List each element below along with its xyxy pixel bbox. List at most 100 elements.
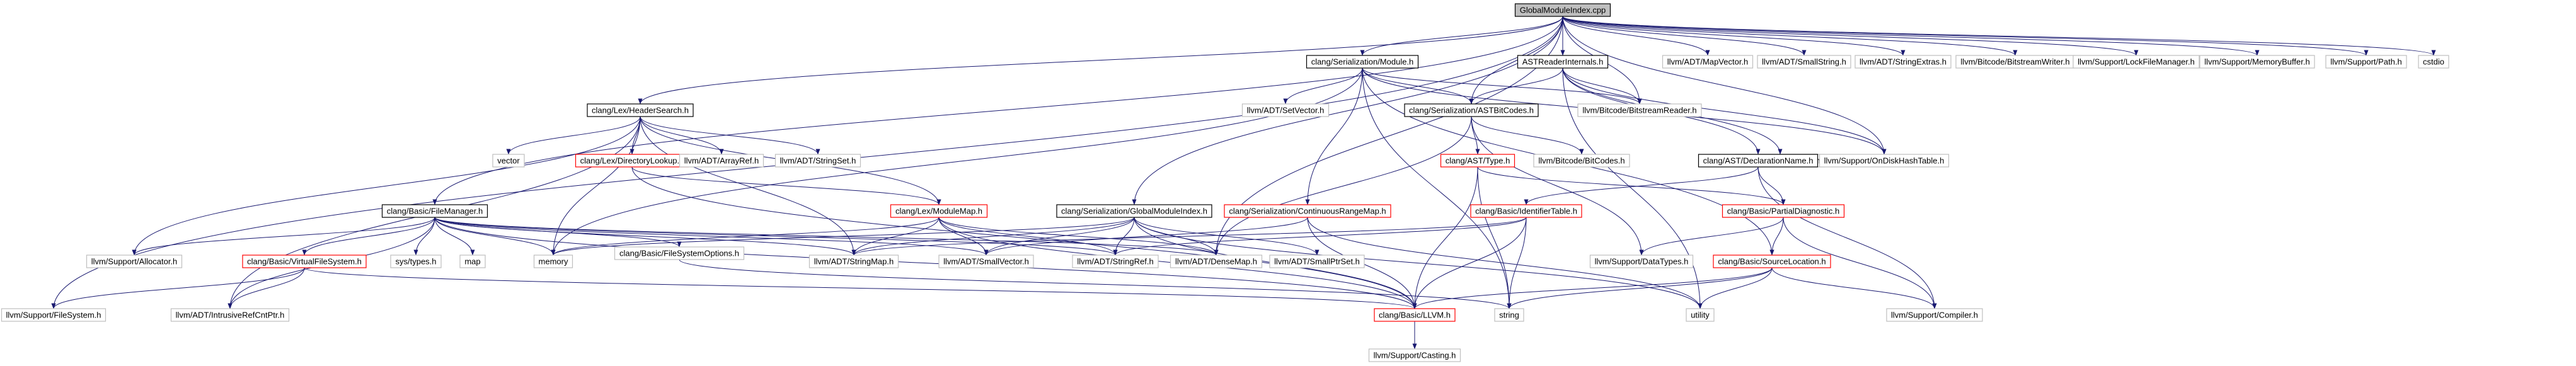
- edge-file-manager-to-sys-types: [413, 217, 435, 256]
- node-label: clang/Basic/VirtualFileSystem.h: [247, 257, 362, 266]
- node-label: llvm/Support/Compiler.h: [1891, 311, 1978, 320]
- node-label: clang/Serialization/ASTBitCodes.h: [1409, 106, 1534, 115]
- node-box: [1533, 154, 1630, 168]
- edge-source-location-to-utility: [1698, 267, 1773, 309]
- node-continuous-range-map[interactable]: clang/Serialization/ContinuousRangeMap.h: [1224, 204, 1391, 218]
- node-clang-llvm[interactable]: clang/Basic/LLVM.h: [1374, 308, 1456, 322]
- edge-module-map-to-string-ref: [938, 217, 1118, 256]
- node-label: llvm/Bitcode/BitCodes.h: [1538, 156, 1624, 166]
- node-label: clang/Basic/IdentifierTable.h: [1475, 207, 1577, 216]
- node-sys-types: sys/types.h: [390, 254, 442, 268]
- node-map: map: [459, 254, 486, 268]
- edge-header-search-to-allocator: [132, 116, 641, 256]
- node-box: [86, 254, 183, 268]
- node-box: [1072, 254, 1159, 268]
- node-source-location[interactable]: clang/Basic/SourceLocation.h: [1713, 254, 1831, 268]
- node-module-map[interactable]: clang/Lex/ModuleMap.h: [890, 204, 988, 218]
- node-box: [1241, 103, 1330, 117]
- node-box: [2199, 55, 2315, 69]
- node-label: clang/Serialization/ContinuousRangeMap.h: [1229, 207, 1386, 216]
- node-small-vector: llvm/ADT/SmallVector.h: [938, 254, 1034, 268]
- nodes-layer: GlobalModuleIndex.cpp clang/Serialization…: [1, 3, 2449, 362]
- node-box: [1374, 308, 1456, 322]
- edge-global-module-index-to-small-vector: [984, 217, 1135, 256]
- node-identifier-table[interactable]: clang/Basic/IdentifierTable.h: [1470, 204, 1582, 218]
- edge-module-map-to-memory: [551, 217, 940, 256]
- node-label: llvm/Support/DataTypes.h: [1595, 257, 1689, 266]
- node-ast-bit-codes[interactable]: clang/Serialization/ASTBitCodes.h: [1404, 103, 1539, 117]
- edge-root-to-file-manager: [432, 16, 1563, 205]
- node-label: llvm/Support/LockFileManager.h: [2078, 57, 2195, 67]
- edge-source-location-to-compiler: [1771, 267, 1937, 309]
- node-string-ref: llvm/ADT/StringRef.h: [1072, 254, 1159, 268]
- node-label: llvm/Bitcode/BitstreamWriter.h: [1960, 57, 2069, 67]
- edge-module-map-to-small-vector: [938, 217, 989, 256]
- edge-declaration-name-to-compiler: [1757, 166, 1937, 309]
- node-box: [1713, 254, 1831, 268]
- edge-virtual-file-system-to-intrusive-ref-cnt-ptr: [227, 267, 305, 309]
- node-bit-codes: llvm/Bitcode/BitCodes.h: [1533, 154, 1630, 168]
- node-label: clang/Lex/HeaderSearch.h: [592, 106, 689, 115]
- node-box: [1224, 204, 1391, 218]
- edge-file-manager-to-dense-map: [434, 217, 1219, 256]
- node-box: [1686, 308, 1715, 322]
- node-astreader-internals[interactable]: ASTReaderInternals.h: [1517, 55, 1609, 69]
- edge-virtual-file-system-to-clang-llvm: [304, 267, 1417, 309]
- edge-file-manager-to-string-map: [434, 217, 856, 256]
- node-label: llvm/Support/Allocator.h: [91, 257, 178, 266]
- edge-virtual-file-system-to-file-system: [51, 267, 305, 309]
- node-label: llvm/ADT/SmallString.h: [1762, 57, 1846, 67]
- node-label: clang/AST/Type.h: [1446, 156, 1510, 166]
- edge-partial-diagnostic-to-source-location: [1769, 217, 1784, 256]
- node-file-manager[interactable]: clang/Basic/FileManager.h: [381, 204, 488, 218]
- node-box: [381, 204, 488, 218]
- node-file-system-options: clang/Basic/FileSystemOptions.h: [614, 246, 745, 260]
- node-box: [1404, 103, 1539, 117]
- node-partial-diagnostic[interactable]: clang/Basic/PartialDiagnostic.h: [1722, 204, 1845, 218]
- node-box: [614, 246, 745, 260]
- node-label: llvm/Support/OnDiskHashTable.h: [1824, 156, 1945, 166]
- edge-continuous-range-map-to-utility: [1307, 217, 1703, 309]
- node-box: [1514, 3, 1611, 17]
- edge-root-to-small-string: [1562, 16, 1807, 56]
- node-label: llvm/Support/MemoryBuffer.h: [2204, 57, 2309, 67]
- node-memory-buffer: llvm/Support/MemoryBuffer.h: [2199, 55, 2315, 69]
- edge-file-manager-to-allocator: [132, 217, 435, 256]
- node-label: llvm/ADT/IntrusiveRefCntPtr.h: [176, 311, 285, 320]
- edge-directory-lookup-to-module-map: [631, 166, 941, 205]
- edge-root-to-ast-bit-codes: [1469, 16, 1563, 105]
- edge-directory-lookup-to-clang-llvm: [631, 166, 1417, 309]
- edge-header-search-to-vector: [506, 116, 641, 155]
- node-label: utility: [1691, 311, 1710, 320]
- node-declaration-name[interactable]: clang/AST/DeclarationName.h: [1698, 154, 1819, 168]
- node-serialization-module[interactable]: clang/Serialization/Module.h: [1306, 55, 1419, 69]
- edge-continuous-range-map-to-small-vector: [984, 217, 1308, 256]
- node-global-module-index[interactable]: clang/Serialization/GlobalModuleIndex.h: [1056, 204, 1212, 218]
- node-dense-map: llvm/ADT/DenseMap.h: [1170, 254, 1263, 268]
- node-label: clang/Basic/FileSystemOptions.h: [619, 249, 739, 258]
- node-label: llvm/Bitcode/BitstreamReader.h: [1582, 106, 1696, 115]
- node-box: [533, 254, 573, 268]
- node-box: [1368, 348, 1461, 362]
- node-small-string: llvm/ADT/SmallString.h: [1757, 55, 1851, 69]
- edge-file-manager-to-memory: [434, 217, 556, 256]
- node-lock-file-manager: llvm/Support/LockFileManager.h: [2073, 55, 2200, 69]
- node-box: [1306, 55, 1419, 69]
- node-ast-type[interactable]: clang/AST/Type.h: [1440, 154, 1515, 168]
- node-directory-lookup[interactable]: clang/Lex/DirectoryLookup.h: [575, 154, 689, 168]
- edge-serialization-module-to-continuous-range-map: [1305, 67, 1363, 205]
- node-box: [1269, 254, 1365, 268]
- edge-partial-diagnostic-to-compiler: [1783, 217, 1937, 309]
- node-root[interactable]: GlobalModuleIndex.cpp: [1514, 3, 1611, 17]
- node-label: clang/Basic/SourceLocation.h: [1718, 257, 1826, 266]
- node-label: map: [464, 257, 480, 266]
- edge-header-search-to-string-map: [640, 116, 856, 256]
- node-box: [1494, 308, 1524, 322]
- node-label: llvm/Support/Casting.h: [1374, 351, 1456, 360]
- node-header-search[interactable]: clang/Lex/HeaderSearch.h: [587, 103, 694, 117]
- edge-identifier-table-to-string-ref: [1113, 217, 1527, 256]
- edge-ast-bit-codes-to-dense-map: [1214, 116, 1472, 256]
- node-virtual-file-system[interactable]: clang/Basic/VirtualFileSystem.h: [242, 254, 367, 268]
- edge-astreader-internals-to-on-disk-hash-table: [1562, 67, 1887, 155]
- edge-root-to-memory-buffer: [1562, 16, 2260, 56]
